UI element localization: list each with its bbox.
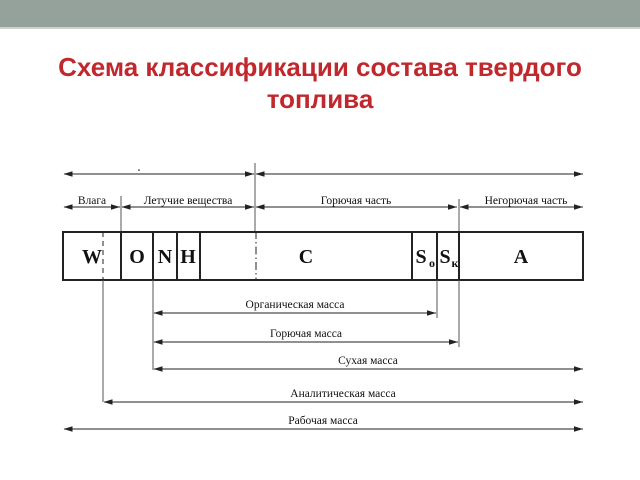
- top-dot-mark: .: [138, 163, 141, 174]
- cell-n: N: [158, 246, 173, 268]
- cell-s-pyrite-subscript: к: [452, 256, 459, 270]
- cell-h: H: [180, 246, 196, 268]
- cell-s-pyrite: S: [439, 246, 450, 268]
- cell-w: W: [82, 246, 102, 268]
- drop-lines: [102, 280, 460, 402]
- extension-lines: [120, 163, 460, 231]
- label-analytical-mass: Аналитическая масса: [290, 388, 395, 400]
- bar-outline: [62, 231, 584, 281]
- cell-s-organic: S: [415, 246, 426, 268]
- mass-arrows: Органическая масса Горючая масса Сухая м…: [63, 299, 583, 432]
- cell-o: O: [129, 246, 145, 268]
- header-bar: [0, 0, 640, 29]
- top-part-labels: Влага Летучие вещества Горючая часть Нег…: [63, 195, 583, 210]
- label-combustible-mass: Горючая масса: [270, 328, 342, 340]
- component-bar: W O N H C S о S к A: [62, 231, 584, 281]
- label-volatiles: Летучие вещества: [144, 195, 233, 207]
- cell-s-organic-subscript: о: [429, 256, 435, 270]
- cell-c: C: [299, 246, 313, 268]
- label-combustible-part: Горючая часть: [321, 195, 392, 207]
- label-organic-mass: Органическая масса: [246, 299, 345, 311]
- label-working-mass: Рабочая масса: [288, 415, 358, 427]
- slide-title: Схема классификации состава твердого топ…: [58, 52, 582, 114]
- label-dry-mass: Сухая масса: [338, 355, 398, 367]
- label-noncombustible-part: Негорючая часть: [485, 195, 568, 207]
- label-moisture: Влага: [78, 195, 106, 207]
- cell-a: A: [514, 246, 529, 268]
- top-dimension-row: .: [63, 163, 583, 177]
